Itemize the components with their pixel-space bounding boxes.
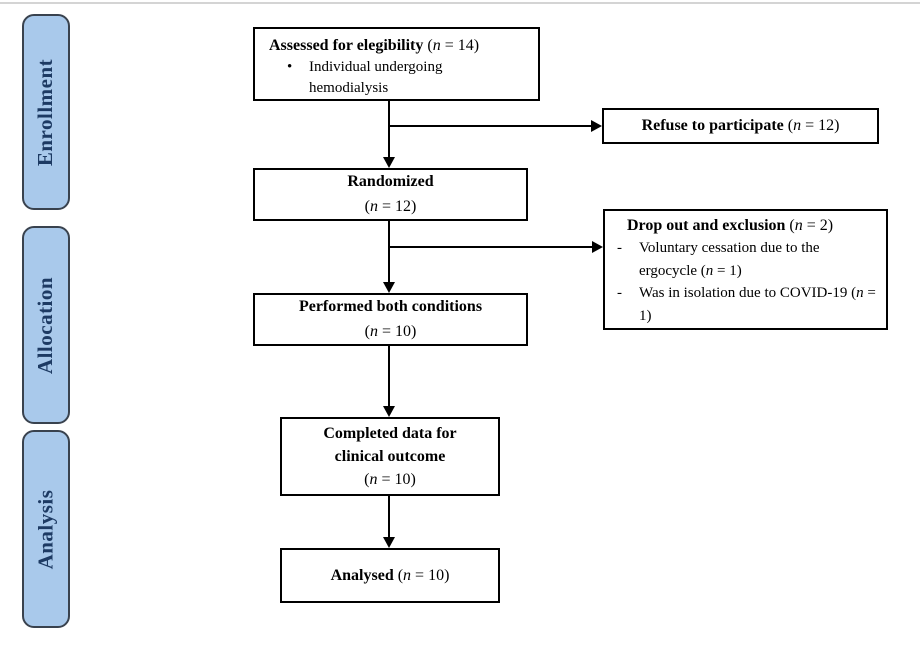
arrowhead-down-icon <box>383 537 395 548</box>
performed-conditions-box: Performed both conditions (n = 10) <box>253 293 528 346</box>
refuse-n-count: (n = 12) <box>787 117 840 135</box>
dropout-item-1-n-count: (n = 1) <box>700 262 742 279</box>
analysed-title-line: Analysed (n = 10) <box>331 564 450 587</box>
dropout-item-1: - Voluntary cessation due to the ergocyc… <box>617 237 878 282</box>
stage-label-analysis: Analysis <box>22 430 70 628</box>
connector-randomized-to-performed <box>388 221 390 283</box>
assessed-eligibility-box: Assessed for elegibility (n = 14) • Indi… <box>253 27 540 101</box>
arrowhead-right-icon <box>591 120 602 132</box>
randomized-box: Randomized (n = 12) <box>253 168 528 221</box>
dash-icon: - <box>617 285 622 302</box>
dropout-n-count: (n = 2) <box>789 217 834 234</box>
connector-assessed-to-randomized <box>388 101 390 158</box>
dash-icon: - <box>617 240 622 257</box>
stage-label-enrollment: Enrollment <box>22 14 70 210</box>
completed-n-count: (n = 10) <box>364 471 416 489</box>
top-divider <box>0 2 920 4</box>
connector-performed-to-completed <box>388 346 390 407</box>
arrowhead-down-icon <box>383 406 395 417</box>
refuse-to-participate-box: Refuse to participate (n = 12) <box>602 108 879 144</box>
assessed-title: Assessed for elegibility <box>269 37 424 54</box>
arrowhead-down-icon <box>383 282 395 293</box>
completed-title-line-2: clinical outcome <box>334 447 446 465</box>
analysed-n-count: (n = 10) <box>397 566 450 584</box>
randomized-n-count: (n = 12) <box>364 197 417 215</box>
connector-to-refuse <box>389 125 592 127</box>
assessed-bullet-text: Individual undergoing hemodialysis <box>309 59 443 97</box>
stage-label-allocation-text: Allocation <box>33 276 58 374</box>
stage-label-enrollment-text: Enrollment <box>33 58 58 166</box>
connector-completed-to-analysed <box>388 496 390 538</box>
arrowhead-down-icon <box>383 157 395 168</box>
completed-data-box: Completed data for clinical outcome (n =… <box>280 417 500 496</box>
analysed-title: Analysed <box>330 566 394 584</box>
dropout-item-2-text: Was in isolation due to COVID-19 (n = 1) <box>639 285 876 324</box>
completed-title-line-1: Completed data for <box>323 424 457 442</box>
arrowhead-right-icon <box>592 241 603 253</box>
stage-label-analysis-text: Analysis <box>33 489 58 569</box>
refuse-title-line: Refuse to participate (n = 12) <box>642 114 840 137</box>
randomized-title: Randomized <box>347 172 434 190</box>
stage-label-allocation: Allocation <box>22 226 70 424</box>
connector-to-dropout <box>389 246 592 248</box>
assessed-title-line: Assessed for elegibility (n = 14) <box>269 34 528 57</box>
dropout-exclusion-box: Drop out and exclusion (n = 2) - Volunta… <box>603 209 888 330</box>
refuse-title: Refuse to participate <box>641 117 784 135</box>
analysed-box: Analysed (n = 10) <box>280 548 500 603</box>
dropout-title: Drop out and exclusion <box>627 217 786 234</box>
bullet-icon: • <box>287 59 293 76</box>
performed-n-count: (n = 10) <box>364 322 417 340</box>
dropout-item-2: - Was in isolation due to COVID-19 (n = … <box>617 282 878 327</box>
assessed-bullet-item: • Individual undergoing hemodialysis <box>287 57 528 99</box>
dropout-item-1-text: Voluntary cessation due to the ergocycle… <box>639 240 820 279</box>
dropout-title-line: Drop out and exclusion (n = 2) <box>627 215 878 237</box>
dropout-item-2-n-count: (n = 1) <box>639 285 876 324</box>
assessed-n-count: (n = 14) <box>427 37 480 54</box>
performed-title: Performed both conditions <box>298 297 483 315</box>
